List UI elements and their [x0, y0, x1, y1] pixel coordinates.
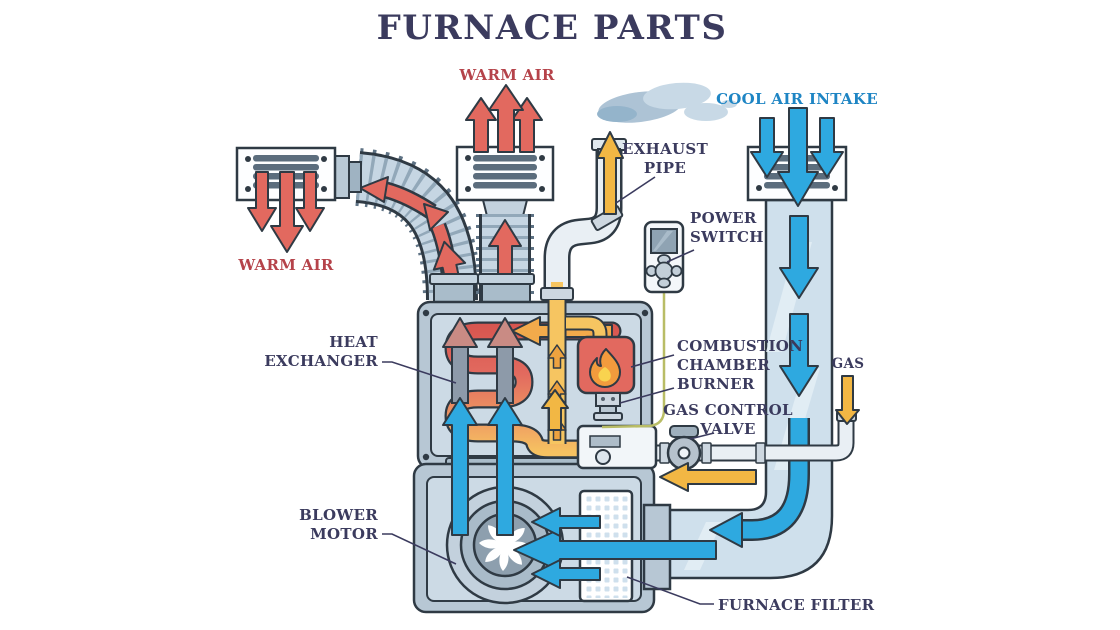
label-gas-control-valve: GAS CONTROL VALVE [663, 401, 793, 438]
label-gas: GAS [831, 356, 865, 372]
label-heat-exchanger: HEAT EXCHANGER [264, 333, 378, 370]
label-power-switch: POWER SWITCH [690, 209, 764, 246]
label-exhaust-pipe: EXHAUST PIPE [621, 140, 709, 177]
exhaust-flow-arrow [596, 131, 624, 215]
power-switch [601, 220, 685, 429]
label-combustion-chamber: COMBUSTION CHAMBER [677, 337, 804, 374]
heated-air-arrows [442, 317, 523, 404]
label-furnace-filter: FURNACE FILTER [718, 596, 875, 614]
leader-lines [382, 176, 715, 605]
label-warm-air-left: WARM AIR [238, 256, 334, 274]
cool-air-in-arrows [750, 107, 844, 207]
combustion-chamber [576, 335, 636, 395]
burner [541, 389, 623, 431]
warm-air-register-left [235, 146, 362, 253]
smoke-cloud [597, 82, 737, 123]
page-title: FURNACE PARTS [376, 8, 728, 48]
label-cool-air-intake: COOL AIR INTAKE [716, 90, 878, 108]
gas-in-arrow [835, 375, 860, 425]
warm-air-out-arrows-top [432, 84, 543, 306]
cool-flow-arrows [442, 215, 819, 589]
label-blower-motor: BLOWER MOTOR [299, 506, 378, 543]
combustion-air-arrow [541, 389, 569, 431]
gas-system [576, 375, 860, 492]
exhaust-pipe [543, 131, 627, 304]
label-burner: BURNER [677, 375, 755, 393]
warm-air-out-arrows-left [247, 171, 325, 253]
gas-flow-arrow [659, 462, 757, 492]
gas-meter [576, 424, 658, 470]
label-warm-air-top: WARM AIR [459, 66, 555, 84]
cool-air-register [746, 107, 848, 207]
